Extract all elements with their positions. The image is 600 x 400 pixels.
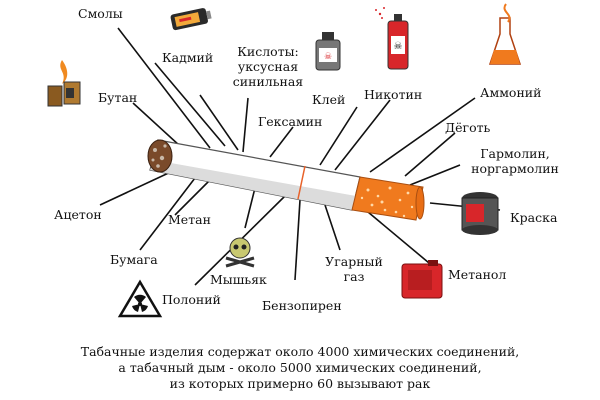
label-geksamin: Гексамин: [258, 114, 323, 129]
label-sinilnaya: синильная: [232, 74, 304, 89]
label-kley: Клей: [312, 92, 346, 107]
cigarette-ash: [147, 139, 173, 173]
paper-seam-line: [297, 165, 306, 200]
ash-texture: [151, 144, 167, 168]
label-metanol: Метанол: [448, 267, 507, 282]
filter-speckles: [360, 186, 414, 218]
radiation-sign-icon: [117, 279, 163, 318]
paint-can-icon: [461, 192, 499, 235]
cigarette-paper-shadow: [150, 160, 356, 210]
label-degot: Дёготь: [445, 120, 491, 135]
glue-bottle-icon: ☠: [315, 32, 341, 71]
caption-line-1: Табачные изделия содержат около 4000 хим…: [80, 344, 520, 359]
flask-icon: [488, 3, 522, 65]
svg-text:☠: ☠: [324, 52, 332, 62]
caption-line-2: а табачный дым - около 5000 химических с…: [118, 360, 482, 375]
cigarette: [147, 139, 425, 221]
cigarette-filter: [351, 176, 424, 221]
label-garmolin-line1: Гармолин,: [480, 146, 550, 161]
label-nikotin: Никотин: [364, 87, 423, 102]
label-kadmiy: Кадмий: [162, 50, 214, 65]
label-kisloty: Кислоты: уксусная синильная: [228, 44, 308, 89]
label-garmolin: Гармолин, норгармолин: [460, 146, 570, 176]
label-ammoniy: Аммоний: [480, 85, 542, 100]
skull-icon: [225, 237, 255, 268]
caption-line-3: из которых примерно 60 вызывают рак: [169, 376, 431, 391]
label-bumaga: Бумага: [110, 252, 158, 267]
label-uksusnaya: уксусная: [237, 59, 299, 74]
battery-icon: [170, 8, 212, 31]
label-smoly: Смолы: [78, 6, 123, 21]
label-norgarmolin: норгармолин: [471, 161, 559, 176]
filter-end: [415, 186, 425, 220]
label-myshyak: Мышьяк: [210, 272, 267, 287]
label-kraska: Краска: [510, 210, 558, 225]
spray-can-icon: ☠: [375, 7, 409, 70]
label-aceton: Ацетон: [54, 207, 102, 222]
svg-text:☠: ☠: [394, 41, 403, 52]
label-kisloty-title: Кислоты:: [237, 44, 299, 59]
label-ugarny: Угарный: [325, 254, 383, 269]
fuel-canister-icon: [401, 260, 443, 299]
label-gaz: газ: [343, 269, 365, 284]
label-metan: Метан: [168, 212, 211, 227]
label-butan: Бутан: [98, 90, 138, 105]
label-benzopiren: Бензопирен: [262, 298, 342, 313]
label-poloniy: Полоний: [162, 292, 221, 307]
lighter-icon: [47, 60, 81, 107]
label-ugarny-gaz: Угарный газ: [322, 254, 386, 284]
